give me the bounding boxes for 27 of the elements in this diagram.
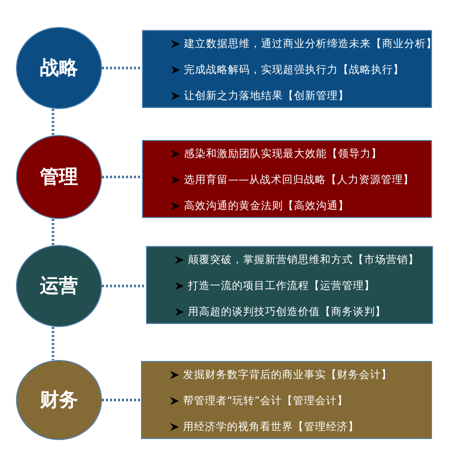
course-box — [142, 140, 432, 218]
topic-label: 战略 — [40, 56, 78, 81]
connector-line — [52, 327, 54, 360]
connector-line — [52, 109, 54, 135]
topic-label: 管理 — [40, 165, 78, 190]
connector-line — [52, 219, 54, 245]
course-item: 完成战略解码，实现超强执行力【战略执行】 — [184, 63, 404, 77]
connector-line — [102, 284, 146, 288]
connector-line — [102, 66, 142, 70]
course-box — [141, 361, 432, 439]
course-item: 让创新之力落地结果【创新管理】 — [184, 89, 349, 103]
topic-label: 财务 — [40, 388, 78, 413]
course-item: 选用育留——从战术回归战略【人力资源管理】 — [184, 173, 414, 187]
course-item: 感染和激励团队实现最大效能【领导力】 — [184, 147, 382, 161]
connector-line — [102, 176, 142, 178]
course-item: 高效沟通的黄金法则【高效沟通】 — [184, 199, 349, 213]
course-item: 用经济学的视角看世界【管理经济】 — [183, 420, 359, 434]
course-item: 帮管理者“玩转”会计【管理会计】 — [183, 394, 348, 408]
course-item: 打造一流的项目工作流程【运营管理】 — [188, 279, 375, 293]
course-box — [146, 246, 433, 324]
course-item: 发掘财务数字背后的商业事实【财务会计】 — [183, 368, 392, 382]
course-item: 建立数据思维，通过商业分析缔造未来【商业分析】 — [184, 37, 437, 51]
course-item: 颠覆突破，掌握新营销思维和方式【市场营销】 — [188, 253, 419, 267]
topic-label: 运营 — [40, 274, 78, 299]
course-item: 用高超的谈判技巧创造价值【商务谈判】 — [188, 305, 386, 319]
connector-line — [102, 398, 141, 402]
course-box — [142, 30, 432, 108]
